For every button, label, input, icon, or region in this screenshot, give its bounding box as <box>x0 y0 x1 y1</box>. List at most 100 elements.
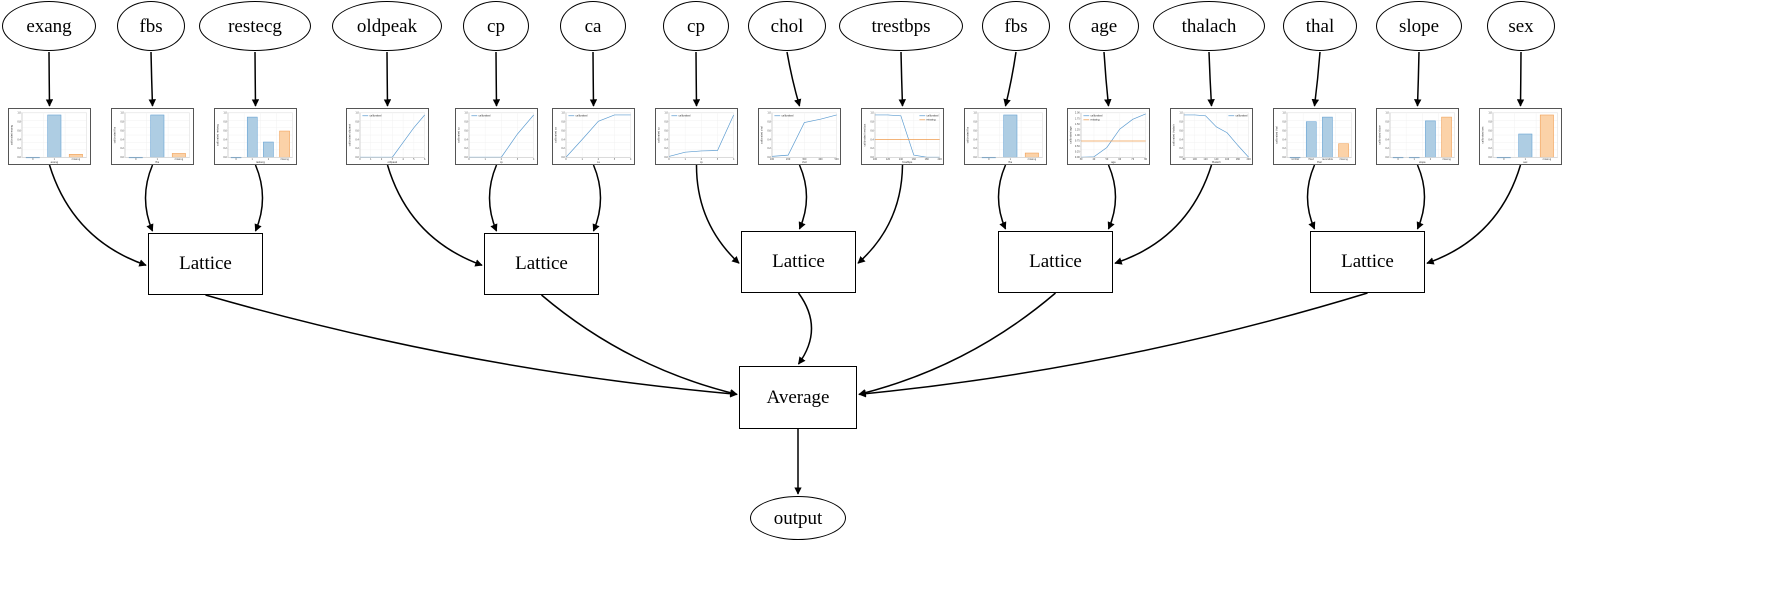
svg-text:0.8: 0.8 <box>223 121 227 124</box>
svg-text:160: 160 <box>1225 158 1230 161</box>
svg-text:0.2: 0.2 <box>1282 147 1286 150</box>
edge <box>1306 164 1316 230</box>
input-node-oldpeak: oldpeak <box>332 1 442 51</box>
svg-text:calibrated: calibrated <box>369 115 382 118</box>
average-node-label: Average <box>766 386 830 408</box>
svg-text:calibrated thal: calibrated thal <box>1276 126 1279 144</box>
svg-text:200: 200 <box>786 158 791 161</box>
svg-text:1.25: 1.25 <box>1075 128 1081 131</box>
svg-text:calibrated: calibrated <box>781 115 794 118</box>
svg-text:0.4: 0.4 <box>1179 138 1183 141</box>
svg-text:calibrated ca: calibrated ca <box>555 127 558 143</box>
edge <box>254 164 264 232</box>
svg-text:2: 2 <box>701 158 703 161</box>
svg-text:1: 1 <box>1010 158 1012 161</box>
svg-text:0.0: 0.0 <box>1282 156 1286 159</box>
edge <box>997 164 1007 230</box>
edge <box>1003 51 1017 107</box>
edge <box>592 164 602 232</box>
svg-text:0.4: 0.4 <box>120 138 124 141</box>
svg-text:0.4: 0.4 <box>561 138 565 141</box>
svg-text:0.2: 0.2 <box>464 147 468 150</box>
edge <box>492 51 501 107</box>
svg-text:0.8: 0.8 <box>767 121 771 124</box>
svg-text:0.6: 0.6 <box>223 129 227 132</box>
svg-text:1.0: 1.0 <box>355 112 359 115</box>
svg-text:1.0: 1.0 <box>767 112 771 115</box>
svg-text:0.4: 0.4 <box>1385 138 1389 141</box>
svg-text:120: 120 <box>1203 158 1208 161</box>
svg-text:180: 180 <box>1236 158 1241 161</box>
lattice-node-3: Lattice <box>998 231 1113 293</box>
svg-text:0.2: 0.2 <box>17 147 21 150</box>
input-node-thalach: thalach <box>1153 1 1265 51</box>
svg-text:1: 1 <box>684 158 686 161</box>
svg-text:0.6: 0.6 <box>17 129 21 132</box>
svg-text:missing: missing <box>72 158 81 161</box>
svg-text:2: 2 <box>381 158 383 161</box>
svg-text:1.0: 1.0 <box>1179 112 1183 115</box>
svg-text:0.0: 0.0 <box>561 156 565 159</box>
svg-text:1.0: 1.0 <box>1385 112 1389 115</box>
svg-text:0.4: 0.4 <box>17 138 21 141</box>
svg-text:thalach: thalach <box>1212 161 1221 164</box>
svg-text:0.0: 0.0 <box>355 156 359 159</box>
svg-text:0.4: 0.4 <box>664 138 668 141</box>
svg-text:0.2: 0.2 <box>1488 147 1492 150</box>
svg-text:slope: slope <box>1419 161 1426 164</box>
svg-text:1: 1 <box>370 158 372 161</box>
svg-text:2: 2 <box>501 158 503 161</box>
svg-text:0.4: 0.4 <box>973 138 977 141</box>
svg-text:50: 50 <box>1105 158 1108 161</box>
svg-text:0.0: 0.0 <box>870 156 874 159</box>
svg-text:0.6: 0.6 <box>120 129 124 132</box>
svg-text:calibrated: calibrated <box>478 115 491 118</box>
svg-text:500: 500 <box>835 158 840 161</box>
svg-text:0: 0 <box>359 158 361 161</box>
svg-text:60: 60 <box>1118 158 1121 161</box>
svg-text:1.0: 1.0 <box>973 112 977 115</box>
lattice-node-4-label: Lattice <box>1341 251 1394 272</box>
svg-text:calibrated fbs: calibrated fbs <box>967 126 970 143</box>
input-node-fbs: fbs <box>982 1 1050 51</box>
svg-text:0.2: 0.2 <box>355 147 359 150</box>
lattice-node-2-label: Lattice <box>772 251 825 272</box>
svg-text:0: 0 <box>988 158 990 161</box>
svg-text:5: 5 <box>413 158 415 161</box>
input-node-label: chol <box>770 15 804 37</box>
svg-text:oldpeak: oldpeak <box>388 161 398 164</box>
svg-text:0.00: 0.00 <box>1075 156 1081 159</box>
svg-text:0.0: 0.0 <box>464 156 468 159</box>
svg-text:0: 0 <box>32 158 34 161</box>
svg-text:normal: normal <box>1291 158 1299 161</box>
svg-text:1.50: 1.50 <box>1075 123 1081 126</box>
svg-text:0.6: 0.6 <box>1385 129 1389 132</box>
svg-text:2: 2 <box>268 158 270 161</box>
svg-text:1.0: 1.0 <box>870 112 874 115</box>
svg-text:calibrated age: calibrated age <box>1070 126 1073 144</box>
edge <box>1103 51 1112 107</box>
svg-text:calibrated sex: calibrated sex <box>1482 126 1485 144</box>
svg-text:100: 100 <box>770 158 775 161</box>
svg-text:2: 2 <box>1430 158 1432 161</box>
svg-text:30: 30 <box>1080 158 1083 161</box>
edge <box>1413 51 1422 107</box>
edge <box>205 294 738 398</box>
edge <box>1311 51 1321 107</box>
edge <box>1426 164 1522 265</box>
edge <box>45 51 54 107</box>
svg-text:calibrated cp: calibrated cp <box>458 127 461 143</box>
svg-text:ca: ca <box>597 161 600 164</box>
svg-text:fbs: fbs <box>156 161 160 164</box>
edge <box>386 164 483 267</box>
svg-text:cp: cp <box>700 161 703 164</box>
svg-text:0.4: 0.4 <box>464 138 468 141</box>
input-node-restecg: restecg <box>199 1 311 51</box>
average-node: Average <box>739 366 857 429</box>
svg-text:chol: chol <box>802 161 807 164</box>
svg-text:0: 0 <box>565 158 567 161</box>
